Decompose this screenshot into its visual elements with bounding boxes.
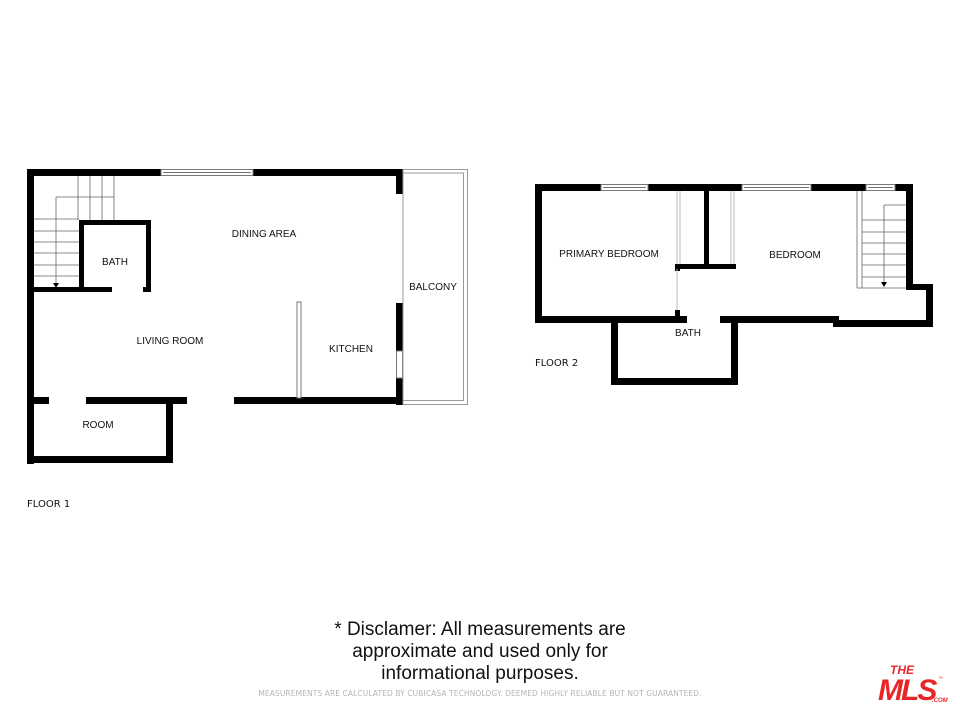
floor2-windows xyxy=(600,184,896,191)
floor2-stair-arrow-icon xyxy=(881,282,887,287)
room-label-living-room: LIVING ROOM xyxy=(137,336,204,347)
logo-com-text: .COM xyxy=(932,698,949,704)
logo-the-text: THE xyxy=(890,663,915,677)
floor1-plan: DINING AREA BATH BALCONY LIVING ROOM KIT… xyxy=(27,169,468,464)
floor1-label: FLOOR 1 xyxy=(27,499,71,510)
logo-tm-text: ™ xyxy=(938,676,943,682)
floor2-plan: PRIMARY BEDROOM BEDROOM BATH xyxy=(535,184,933,385)
floor2-closet-doors xyxy=(676,191,735,310)
floor1-walls xyxy=(27,169,403,464)
room-label-primary-bedroom: PRIMARY BEDROOM xyxy=(559,249,659,260)
disclaimer-line-3: informational purposes. xyxy=(381,663,579,684)
floor1-top-window xyxy=(160,169,254,176)
disclaimer-line-1: * Disclamer: All measurements are xyxy=(334,619,626,640)
logo-mls-text: MLS xyxy=(878,674,937,707)
room-label-kitchen: KITCHEN xyxy=(329,344,373,355)
room-label-room: ROOM xyxy=(82,420,113,431)
disclaimer: * Disclamer: All measurements are approx… xyxy=(230,619,730,685)
disclaimer-line-2: approximate and used only for xyxy=(352,641,608,662)
floor1-stair-arrow-icon xyxy=(53,283,59,288)
measurement-footnote: MEASUREMENTS ARE CALCULATED BY CUBICASA … xyxy=(258,689,702,698)
floor1-kitchen-window xyxy=(396,350,403,379)
floor2-stairs xyxy=(856,191,906,289)
room-label-dining-area: DINING AREA xyxy=(232,229,297,240)
floor2-walls xyxy=(535,184,933,385)
the-mls-logo: THE MLS ™ .COM xyxy=(878,663,949,707)
room-label-bath-floor2: BATH xyxy=(675,328,701,339)
room-label-balcony: BALCONY xyxy=(409,282,457,293)
room-label-bedroom: BEDROOM xyxy=(769,250,821,261)
kitchen-partition xyxy=(296,301,302,399)
balcony-rail xyxy=(402,169,468,405)
room-label-bath-floor1: BATH xyxy=(102,257,128,268)
floor2-label: FLOOR 2 xyxy=(535,358,579,369)
floor1-stairs xyxy=(34,176,115,285)
